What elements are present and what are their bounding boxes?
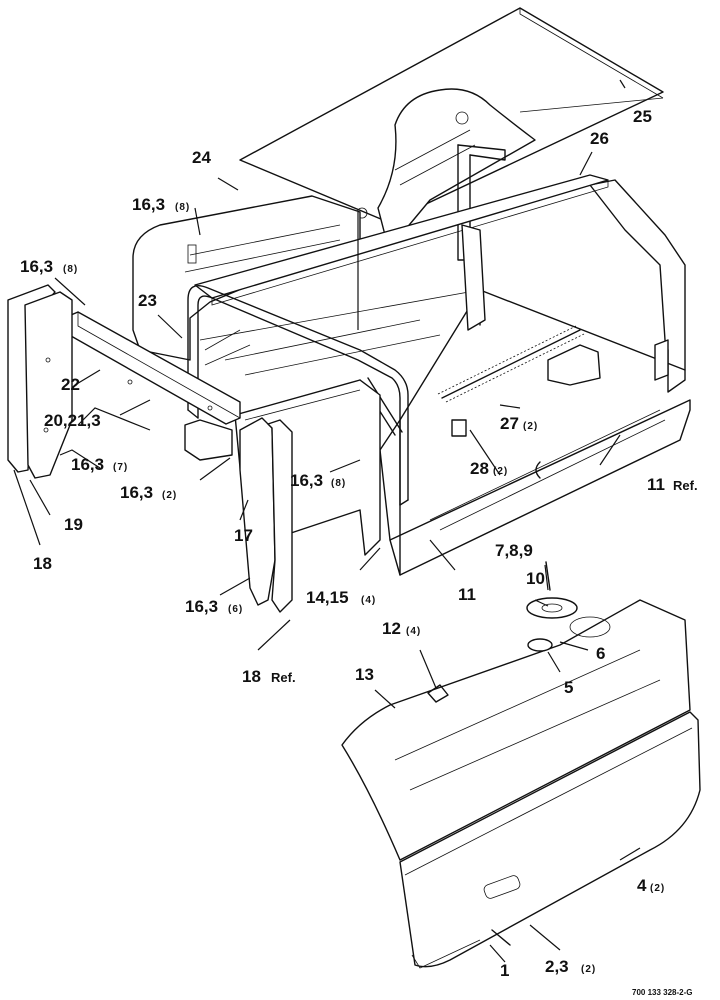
callout-4: 4 bbox=[637, 876, 647, 895]
callout-16-3-d: 16,3 bbox=[120, 483, 153, 502]
rear-curved-panel bbox=[377, 88, 536, 236]
leader-lines bbox=[13, 79, 641, 963]
main-frame bbox=[194, 144, 691, 576]
callout-18-ref: 18 bbox=[242, 667, 261, 686]
qty-12: (4) bbox=[406, 626, 421, 637]
qty-16-3-a: (8) bbox=[175, 202, 190, 213]
callout-1: 1 bbox=[500, 961, 509, 980]
qty-16-3-c: (7) bbox=[113, 462, 128, 473]
callout-6: 6 bbox=[596, 644, 605, 663]
callout-10: 10 bbox=[526, 569, 545, 588]
shield-17 bbox=[239, 417, 276, 606]
callout-28: 28 bbox=[470, 459, 489, 478]
callout-labels: 25 26 24 16,3 (8) 16,3 (8) 23 22 20,21,3… bbox=[20, 107, 698, 997]
qty-27: (2) bbox=[523, 421, 538, 432]
filler-cap-assembly bbox=[526, 561, 578, 652]
qty-16-3-f: (6) bbox=[228, 604, 243, 615]
callout-11-ref: 11 bbox=[647, 475, 665, 494]
callout-16-3-b: 16,3 bbox=[20, 257, 53, 276]
callout-5: 5 bbox=[564, 678, 573, 697]
callout-18-ref-text: Ref. bbox=[271, 670, 296, 685]
qty-28: (2) bbox=[493, 466, 508, 477]
callout-16-3-a: 16,3 bbox=[132, 195, 165, 214]
callout-16-3-e: 16,3 bbox=[290, 471, 323, 490]
callout-12: 12 bbox=[382, 619, 401, 638]
callout-22: 22 bbox=[61, 375, 80, 394]
qty-4: (2) bbox=[650, 883, 665, 894]
callout-26: 26 bbox=[590, 129, 609, 148]
support-bracket-23 bbox=[184, 329, 251, 461]
callout-23: 23 bbox=[138, 291, 157, 310]
callout-24: 24 bbox=[192, 148, 211, 167]
qty-16-3-e: (8) bbox=[331, 478, 346, 489]
callout-13: 13 bbox=[355, 665, 374, 684]
callout-20-21-3: 20,21,3 bbox=[44, 411, 101, 430]
callout-2-3: 2,3 bbox=[545, 957, 569, 976]
callout-14-15: 14,15 bbox=[306, 588, 349, 607]
callout-17: 17 bbox=[234, 526, 253, 545]
callout-27: 27 bbox=[500, 414, 519, 433]
figure-number: 700 133 328-2-G bbox=[632, 988, 693, 997]
qty-16-3-d: (2) bbox=[162, 490, 177, 501]
callout-18: 18 bbox=[33, 554, 52, 573]
callout-11-ref-text: Ref. bbox=[673, 478, 698, 493]
lower-cover-4 bbox=[399, 711, 701, 969]
qty-16-3-b: (8) bbox=[63, 264, 78, 275]
callout-7-8-9: 7,8,9 bbox=[495, 541, 533, 560]
callout-16-3-f: 16,3 bbox=[185, 597, 218, 616]
callout-19: 19 bbox=[64, 515, 83, 534]
qty-2-3: (2) bbox=[581, 964, 596, 975]
callout-16-3-c: 16,3 bbox=[71, 455, 104, 474]
shield-18-ref bbox=[267, 419, 293, 613]
callout-25: 25 bbox=[633, 107, 652, 126]
inner-shield-19 bbox=[24, 291, 73, 479]
callout-11-a: 11 bbox=[458, 585, 476, 604]
qty-14-15: (4) bbox=[361, 595, 376, 606]
